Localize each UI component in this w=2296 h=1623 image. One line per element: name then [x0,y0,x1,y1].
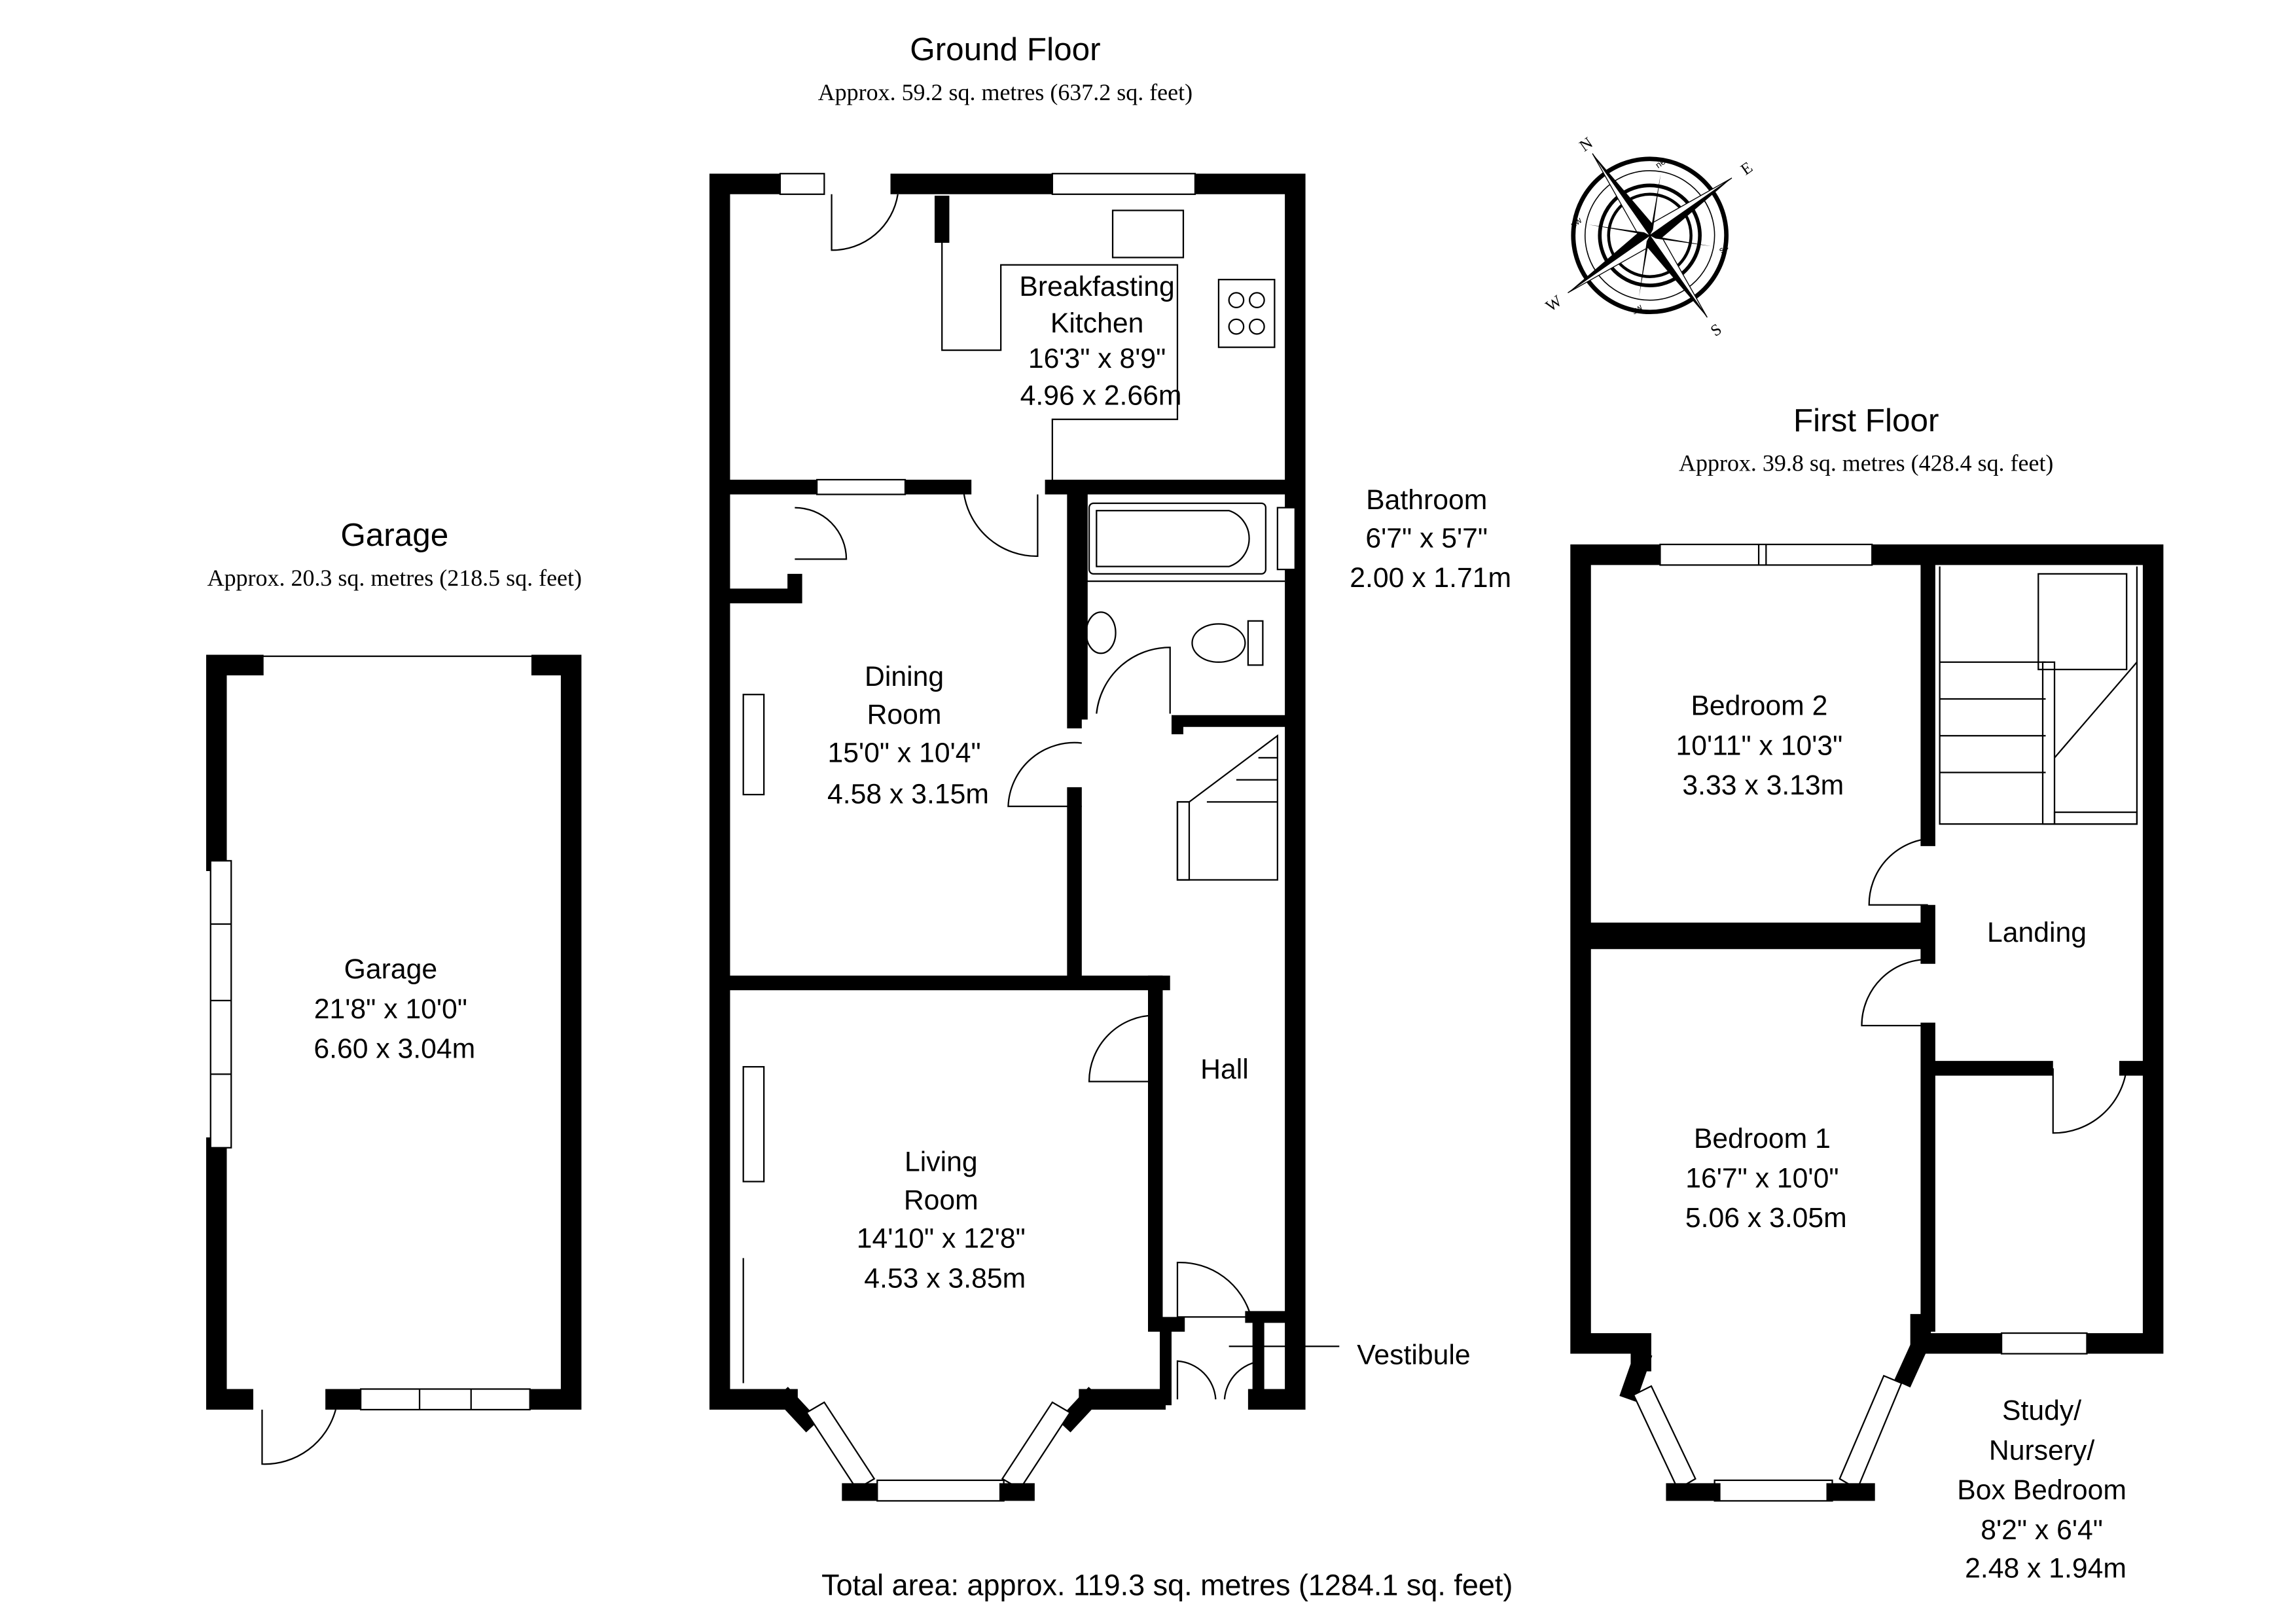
compass-sw: sw [1630,302,1644,316]
ground-floor-title: Ground Floor [910,31,1100,67]
total-area: Total area: approx. 119.3 sq. metres (12… [821,1568,1513,1601]
garage-plan: Garage 21'8" x 10'0" 6.60 x 3.04m [206,654,582,1465]
ground-floor-area: Approx. 59.2 sq. metres (637.2 sq. feet) [818,79,1193,105]
compass-w: W [1543,292,1566,315]
first-floor-title: First Floor [1793,402,1939,438]
garage-title: Garage [340,517,448,553]
compass-se: se [1717,241,1730,255]
living-room-label: Living Room 14'10" x 12'8" 4.53 x 3.85m [857,1147,1033,1294]
hall-label: Hall [1200,1054,1249,1085]
compass-rose-icon: N E S W ne se sw nw [1543,134,1756,340]
compass-nw: nw [1569,215,1584,230]
compass-s: S [1708,321,1725,340]
garage-room-label: Garage 21'8" x 10'0" 6.60 x 3.04m [314,954,475,1064]
dining-room-label: Dining Room 15'0" x 10'4" 4.58 x 3.15m [827,661,989,810]
garage-door-swing [261,1409,336,1465]
compass-ne: ne [1653,156,1667,170]
kitchen-label: Breakfasting Kitchen 16'3" x 8'9" 4.96 x… [1019,271,1182,411]
vestibule-label: Vestibule [1357,1339,1470,1370]
first-floor-plan: Bedroom 2 10'11" x 10'3" 3.33 x 3.13m La… [1570,543,2164,1584]
compass-e: E [1738,158,1756,179]
compass-n: N [1576,134,1596,155]
landing-label: Landing [1987,917,2087,948]
bathroom-label: Bathroom 6'7" x 5'7" 2.00 x 1.71m [1350,484,1511,594]
garage-area: Approx. 20.3 sq. metres (218.5 sq. feet) [207,565,582,591]
bedroom-2-label: Bedroom 2 10'11" x 10'3" 3.33 x 3.13m [1676,690,1851,801]
first-floor-area: Approx. 39.8 sq. metres (428.4 sq. feet) [1679,450,2053,476]
bedroom-1-label: Bedroom 1 16'7" x 10'0" 5.06 x 3.05m [1685,1123,1847,1234]
study-label: Study/ Nursery/ Box Bedroom 8'2" x 6'4" … [1957,1395,2134,1584]
ground-floor-plan: Breakfasting Kitchen 16'3" x 8'9" 4.96 x… [709,173,1511,1502]
